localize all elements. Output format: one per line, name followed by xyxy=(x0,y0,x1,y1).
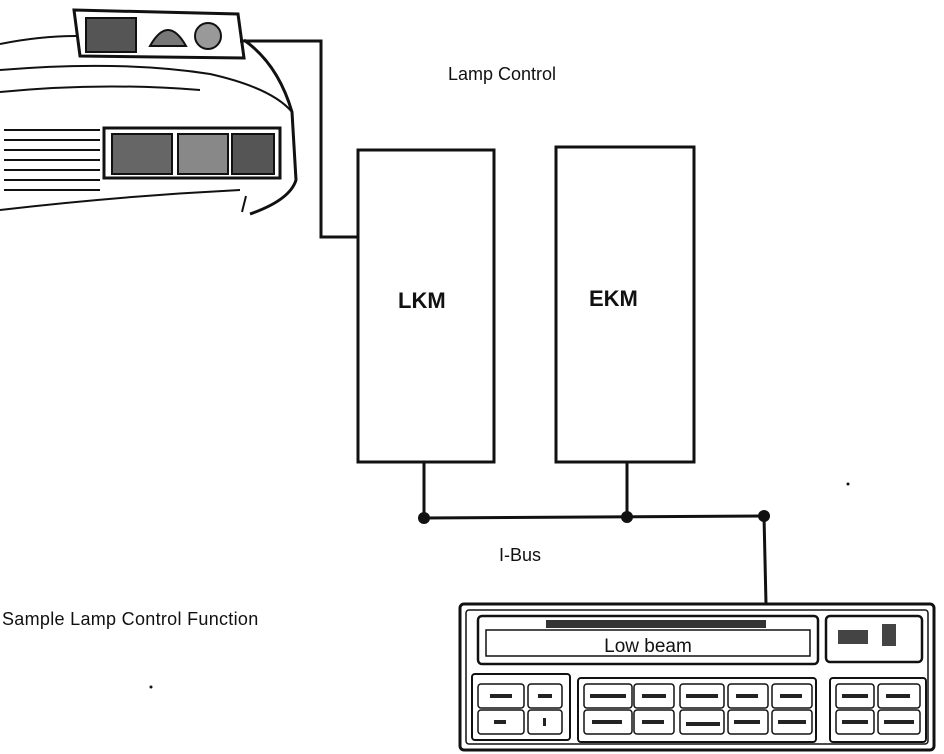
ekm-box xyxy=(554,145,696,464)
speck xyxy=(846,482,850,486)
lkm-box xyxy=(356,148,496,464)
display-message: Low beam xyxy=(604,636,692,657)
headlight-wire xyxy=(240,39,358,239)
display-unit xyxy=(458,602,936,752)
bus-node-ekm xyxy=(621,511,633,523)
i-bus-label: I-Bus xyxy=(499,545,542,565)
bus-node-lkm xyxy=(418,512,430,524)
speck xyxy=(149,685,153,689)
bus-node-display xyxy=(758,510,770,522)
i-bus-lines xyxy=(422,462,768,605)
figure-caption: Sample Lamp Control Function xyxy=(2,609,259,629)
lkm-label: LKM xyxy=(398,288,446,313)
diagram-title: Lamp Control xyxy=(448,64,557,84)
ekm-label: EKM xyxy=(589,286,638,311)
headlight-illustration xyxy=(0,8,298,216)
display-button-marks xyxy=(490,694,914,726)
